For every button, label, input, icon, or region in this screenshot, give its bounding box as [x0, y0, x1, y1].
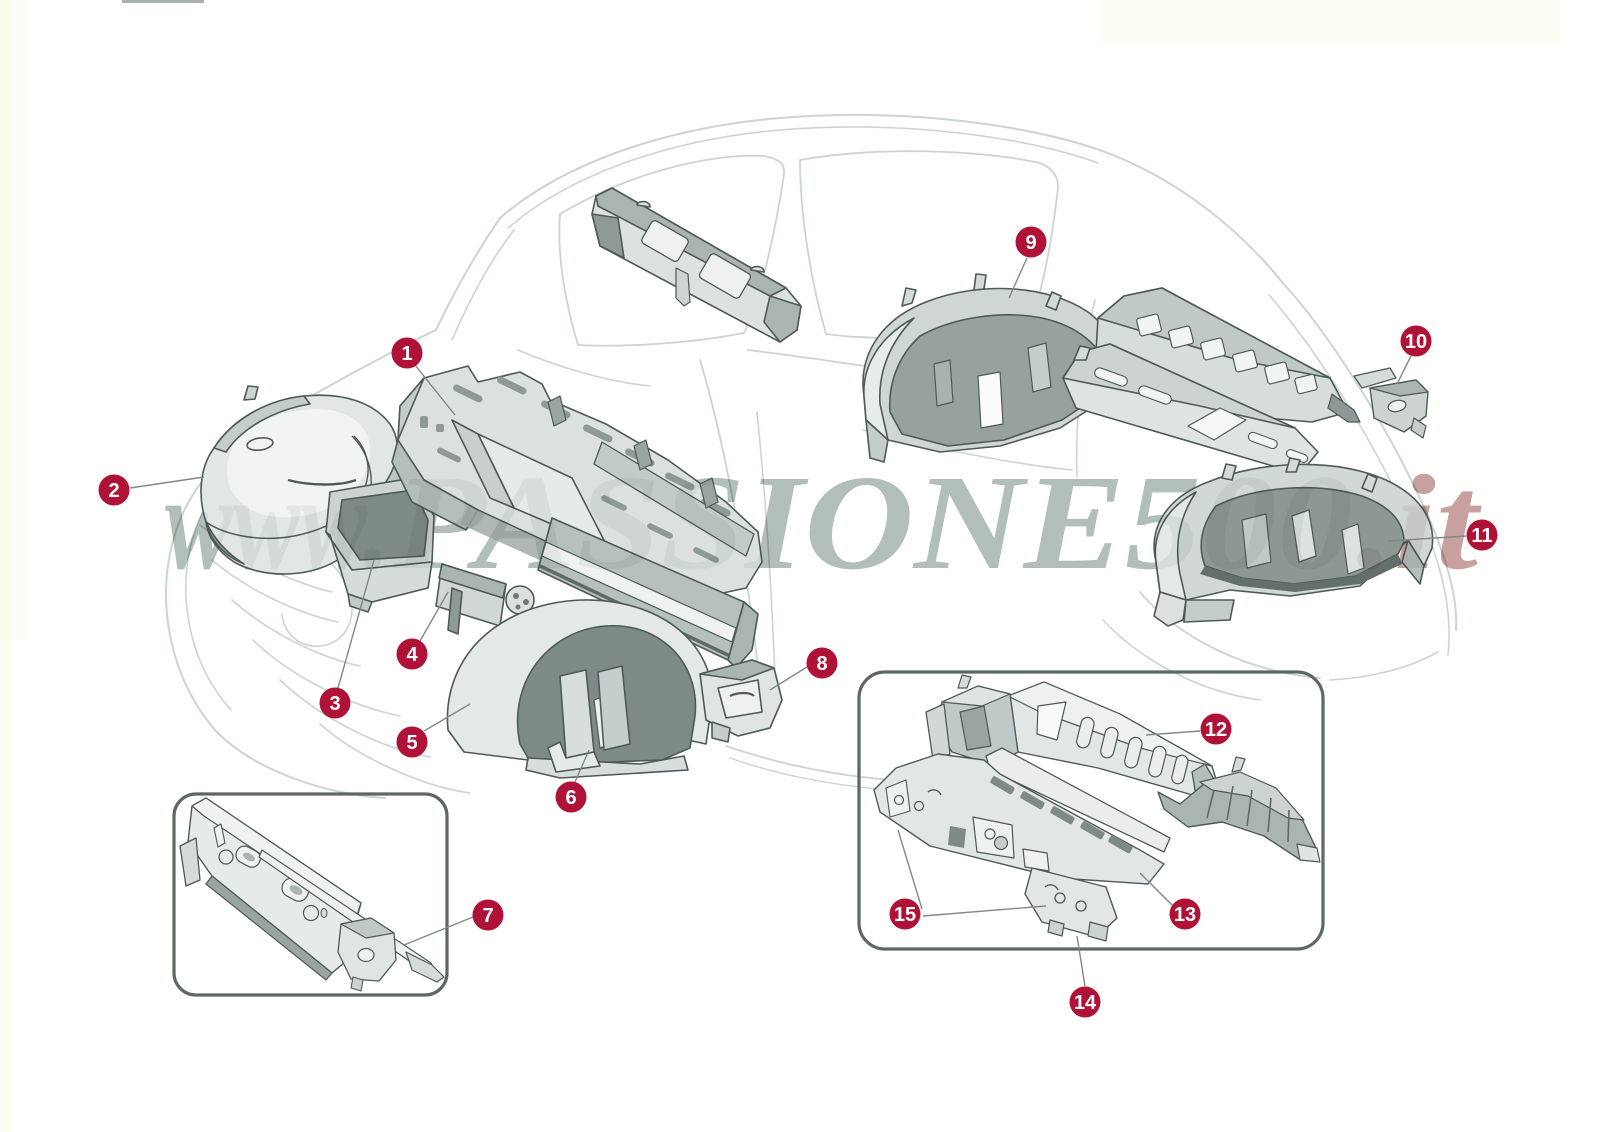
svg-text:7: 7 [482, 905, 493, 927]
svg-text:5: 5 [406, 732, 417, 754]
svg-text:15: 15 [894, 904, 916, 926]
svg-text:13: 13 [1174, 904, 1196, 926]
svg-text:www.: www. [165, 448, 389, 598]
svg-text:8: 8 [816, 653, 827, 675]
svg-text:14: 14 [1074, 992, 1097, 1014]
svg-text:1: 1 [401, 343, 412, 365]
svg-text:10: 10 [1405, 331, 1427, 353]
svg-text:12: 12 [1205, 719, 1227, 741]
svg-text:4: 4 [406, 644, 418, 666]
svg-text:11: 11 [1471, 525, 1492, 547]
svg-text:2: 2 [108, 480, 119, 502]
svg-text:9: 9 [1025, 232, 1036, 254]
svg-text:PASSIONE500: PASSIONE500 [392, 448, 1353, 598]
svg-text:.it: .it [1356, 448, 1483, 598]
svg-text:3: 3 [329, 693, 340, 715]
svg-text:6: 6 [565, 787, 576, 809]
